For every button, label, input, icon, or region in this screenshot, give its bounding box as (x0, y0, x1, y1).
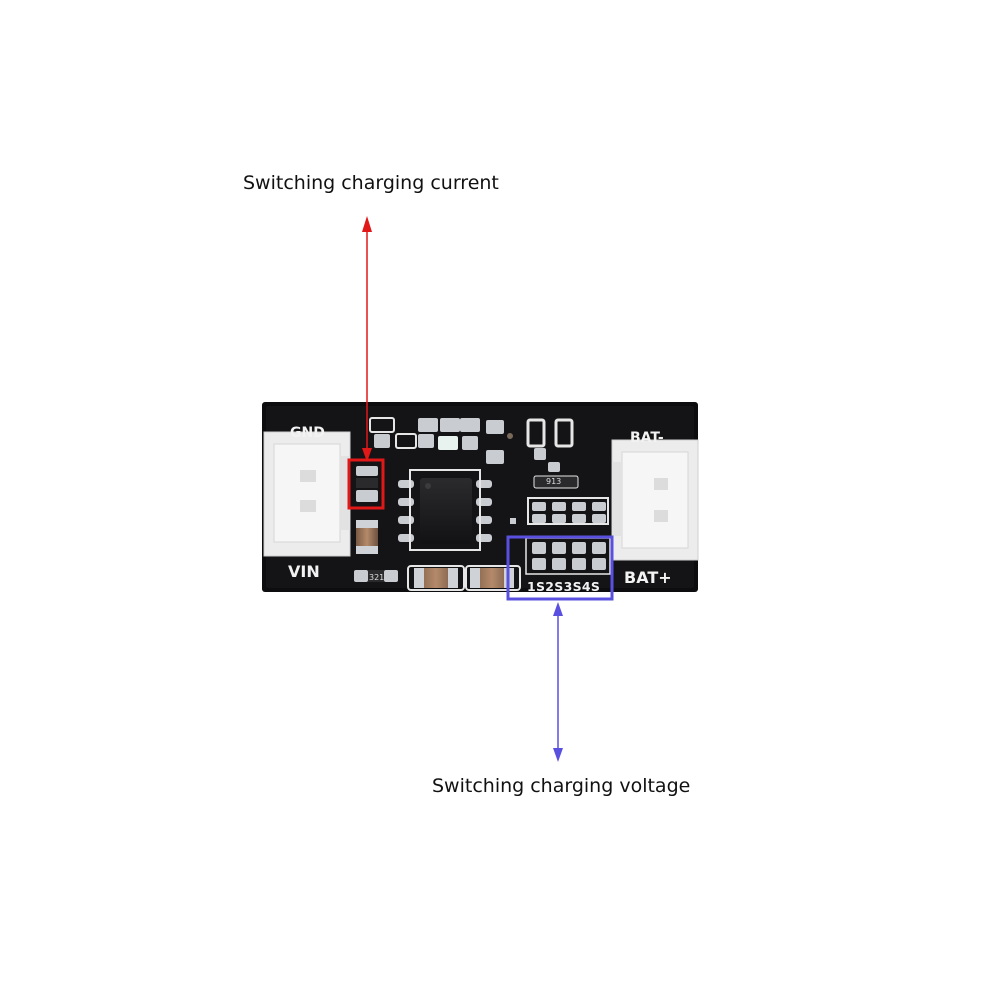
voltage-callout-label: Switching charging voltage (432, 775, 691, 797)
voltage-arrow-up-head (553, 602, 563, 616)
voltage-callout (506, 535, 614, 762)
gnd-label: GND (290, 425, 325, 441)
vin-label: VIN (288, 562, 320, 581)
cell-count-label: 1S2S3S4S (527, 579, 600, 594)
main-ic-chip (398, 469, 516, 551)
current-arrow-down-head (362, 448, 372, 462)
voltage-arrow-down-head (553, 748, 563, 762)
vin-connector (263, 431, 351, 557)
top-smd-row (369, 417, 579, 489)
resistor-code-label: 321 (369, 573, 384, 582)
bat-plus-label: BAT+ (624, 568, 672, 587)
current-callout-label: Switching charging current (243, 172, 499, 194)
voltage-highlight-box (506, 535, 614, 601)
current-highlight-box (347, 458, 385, 510)
resistor-code-label-2: 913 (546, 477, 561, 486)
current-callout (347, 216, 385, 510)
battery-connector (611, 439, 699, 561)
current-select-resistor (356, 466, 378, 502)
bat-minus-label: BAT- (630, 430, 664, 446)
current-arrow-up-head (362, 216, 372, 232)
voltage-select-pads (525, 497, 611, 575)
